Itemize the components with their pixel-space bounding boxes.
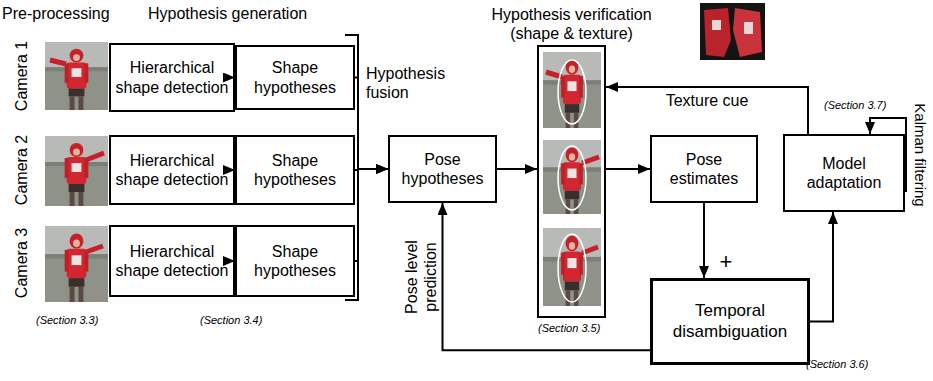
- camera-photo: [45, 136, 108, 206]
- flow-arrow: [497, 168, 537, 170]
- process-box: Shape hypotheses: [235, 45, 355, 110]
- box-label: Pose estimates: [652, 150, 756, 188]
- shape-outline: [558, 234, 586, 302]
- texture-patch: [744, 22, 753, 34]
- arm: [50, 60, 66, 64]
- flow-arrow: [355, 169, 388, 261]
- camera-photo: [45, 226, 108, 302]
- column-heading: Hypothesis generation: [148, 4, 307, 23]
- process-box: Pose hypotheses: [388, 135, 497, 203]
- box-label: Model adaptation: [785, 154, 903, 192]
- process-box: Shape hypotheses: [235, 135, 355, 205]
- verification-photo: [543, 52, 601, 128]
- edge-label: Pose level prediction: [401, 222, 439, 332]
- section-ref: (Section 3.6): [806, 358, 868, 371]
- edge-label: Kalman filtering: [911, 103, 929, 206]
- stage-label: Hypothesis fusion: [366, 64, 456, 102]
- process-box: Temporal disambiguation: [650, 278, 810, 365]
- edge-label: Texture cue: [666, 91, 749, 110]
- box-label: Hierarchical shape detection: [111, 151, 233, 189]
- texture-map: [700, 3, 765, 60]
- texture-patch: [704, 8, 731, 57]
- camera-label: Camera 2: [12, 135, 31, 205]
- process-box: Hierarchical shape detection: [109, 225, 235, 297]
- process-box: Shape hypotheses: [235, 225, 355, 297]
- arm: [86, 246, 103, 252]
- section-ref: (Section 3.5): [538, 322, 600, 335]
- box-label: Shape hypotheses: [237, 151, 353, 189]
- flow-arrow: [606, 168, 650, 170]
- section-ref: (Section 3.3): [36, 314, 98, 327]
- flow-arrow: [606, 87, 808, 134]
- box-label: Temporal disambiguation: [653, 301, 807, 342]
- process-box: Pose estimates: [650, 135, 758, 203]
- verification-photo: [543, 140, 601, 214]
- camera-photo: [45, 42, 108, 302]
- verification-photo: [543, 52, 601, 306]
- flow-arrow: [810, 212, 833, 322]
- shape-outline: [558, 60, 586, 124]
- process-box: Model adaptation: [783, 134, 905, 212]
- column-heading: Pre-processing: [2, 4, 110, 23]
- arm: [86, 153, 104, 160]
- process-box: Hierarchical shape detection: [109, 43, 235, 113]
- image-panel: Hypothesis verification (shape & texture…: [537, 45, 606, 318]
- flow-arrow: [443, 203, 651, 350]
- texture-patch: [712, 20, 721, 30]
- camera-label: Camera 3: [12, 228, 31, 298]
- box-label: Shape hypotheses: [237, 242, 353, 280]
- box-label: Hierarchical shape detection: [111, 58, 233, 96]
- process-box: Hierarchical shape detection: [109, 135, 235, 205]
- shape-outline: [558, 146, 586, 210]
- section-ref: (Section 3.4): [200, 314, 262, 327]
- camera-label: Camera 1: [12, 41, 31, 111]
- verification-photo: [543, 228, 601, 306]
- texture-patch: [733, 8, 762, 57]
- texture-ground: [700, 3, 765, 60]
- box-label: Hierarchical shape detection: [111, 242, 233, 280]
- plus-sign: +: [720, 249, 733, 275]
- box-label: Shape hypotheses: [237, 58, 353, 96]
- panel-heading: Hypothesis verification (shape & texture…: [472, 5, 672, 43]
- flow-arrow: [703, 203, 705, 278]
- box-label: Pose hypotheses: [390, 150, 495, 188]
- section-ref: (Section 3.7): [824, 99, 886, 112]
- camera-photo: [45, 42, 108, 110]
